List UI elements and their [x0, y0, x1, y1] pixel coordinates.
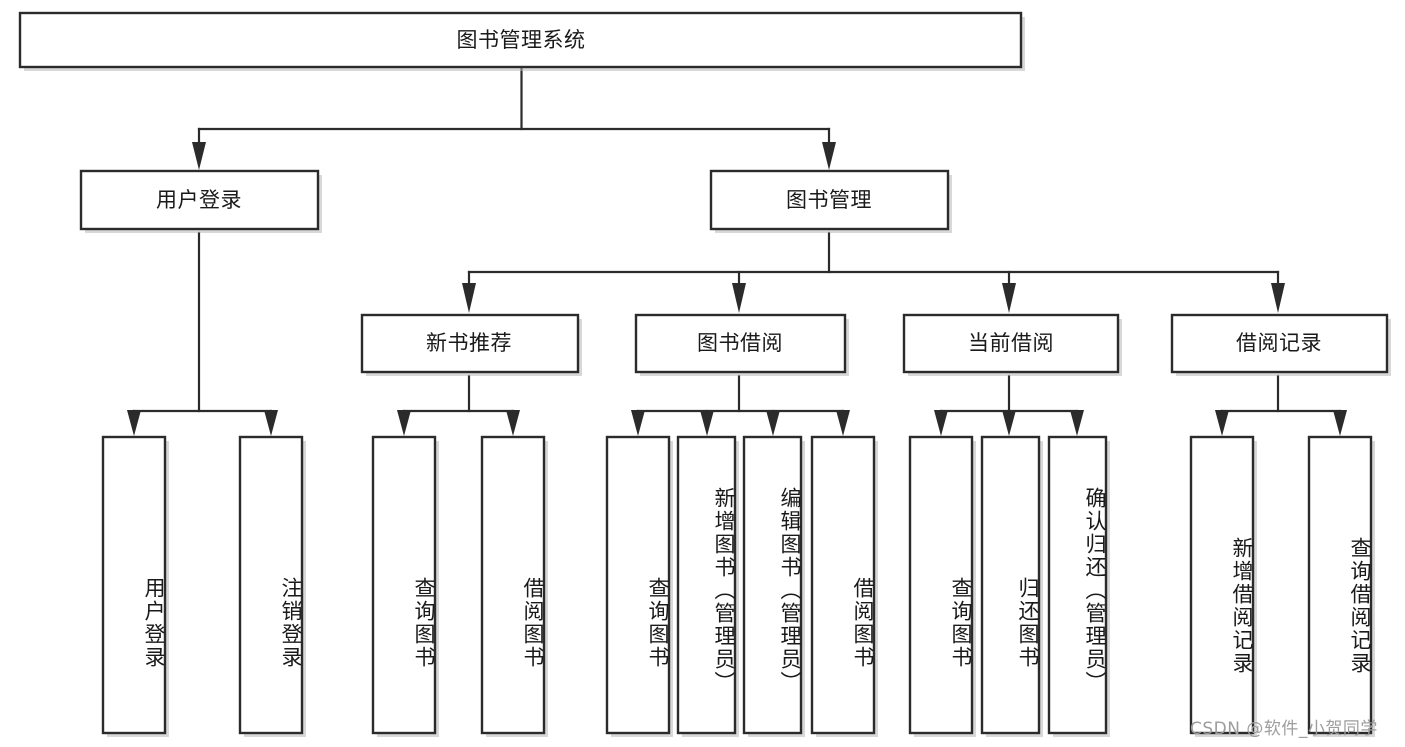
leaf-box-logout[interactable]: [238, 435, 304, 735]
leaf-box-cb-query[interactable]: [908, 435, 974, 735]
leaf-boxes-borrow-record: [1189, 435, 1375, 737]
leaf-box-bb-query[interactable]: [605, 435, 671, 735]
node-borrow-record-box[interactable]: [1170, 313, 1389, 374]
node-user-login[interactable]: 用户登录: [79, 169, 322, 233]
arrow-leaf-nbr-borrow: [506, 410, 520, 436]
node-new-book-recommend-box[interactable]: [360, 313, 580, 374]
node-user-login-label: 用户登录: [156, 188, 242, 212]
node-current-borrow-label: 当前借阅: [968, 331, 1054, 355]
node-root-box[interactable]: [18, 11, 1023, 69]
node-book-borrow-box[interactable]: [634, 313, 847, 374]
node-current-borrow-box[interactable]: [902, 313, 1120, 374]
arrow-leaf-cb-confirm: [1070, 410, 1084, 436]
arrow-to-borrow-record: [1271, 283, 1285, 313]
connector-group-root: [192, 66, 836, 170]
arrow-to-user-login: [192, 142, 206, 170]
csdn-watermark: CSDN @软件_小贺同学: [1190, 719, 1378, 739]
leaf-box-cb-return[interactable]: [980, 435, 1041, 735]
node-book-borrow[interactable]: 图书借阅: [634, 313, 849, 376]
node-book-management-box[interactable]: [709, 169, 950, 231]
arrow-leaf-bb-add: [700, 410, 714, 436]
connector-group-borrow-record: [1215, 374, 1347, 436]
arrow-leaf-cb-query: [934, 410, 948, 436]
connector-group-current-borrow: [934, 374, 1084, 436]
node-new-book-recommend-label: 新书推荐: [426, 331, 512, 355]
node-book-borrow-label: 图书借阅: [697, 331, 783, 355]
node-root[interactable]: 图书管理系统: [18, 11, 1025, 71]
arrow-leaf-bb-query: [631, 410, 645, 436]
leaf-box-nbr-borrow[interactable]: [480, 435, 546, 735]
node-book-management[interactable]: 图书管理: [709, 169, 952, 233]
arrow-to-book-borrow: [732, 283, 746, 313]
leaf-boxes-new-book-recommend: [371, 435, 548, 737]
arrow-leaf-cb-return: [1002, 410, 1016, 436]
arrow-leaf-logout: [264, 410, 278, 436]
node-new-book-recommend[interactable]: 新书推荐: [360, 313, 582, 376]
connector-group-user-login: [127, 231, 278, 436]
arrow-to-current-borrow: [1002, 283, 1016, 313]
node-current-borrow[interactable]: 当前借阅: [902, 313, 1122, 376]
leaf-box-user-login[interactable]: [101, 435, 167, 735]
leaf-box-bb-add[interactable]: [676, 435, 737, 735]
node-user-login-box[interactable]: [79, 169, 320, 231]
leaf-box-nbr-query[interactable]: [371, 435, 437, 735]
connector-group-new-book-recommend: [397, 374, 520, 436]
leaf-boxes-user-login: [101, 435, 306, 737]
arrow-leaf-br-add: [1215, 410, 1229, 436]
arrow-leaf-nbr-query: [397, 410, 411, 436]
leaf-box-bb-edit[interactable]: [742, 435, 803, 735]
node-book-management-label: 图书管理: [786, 188, 872, 212]
connector-group-book-borrow: [631, 374, 850, 436]
leaf-boxes-book-borrow: [605, 435, 878, 737]
leaf-box-cb-confirm[interactable]: [1047, 435, 1108, 735]
node-root-label: 图书管理系统: [457, 28, 586, 52]
leaf-box-bb-borrow[interactable]: [810, 435, 876, 735]
arrow-leaf-bb-edit: [766, 410, 780, 436]
arrow-to-book-mgmt: [822, 142, 836, 170]
arrow-to-new-book-recommend: [462, 283, 476, 313]
arrow-leaf-bb-borrow: [836, 410, 850, 436]
leaf-box-br-add[interactable]: [1189, 435, 1255, 735]
leaf-box-br-query[interactable]: [1307, 435, 1373, 735]
connector-group-book-mgmt: [462, 231, 1285, 313]
arrow-leaf-user-login: [127, 410, 141, 436]
leaf-boxes-current-borrow: [908, 435, 1110, 737]
arrow-leaf-br-query: [1333, 410, 1347, 436]
node-borrow-record-label: 借阅记录: [1236, 331, 1322, 355]
node-borrow-record[interactable]: 借阅记录: [1170, 313, 1391, 376]
